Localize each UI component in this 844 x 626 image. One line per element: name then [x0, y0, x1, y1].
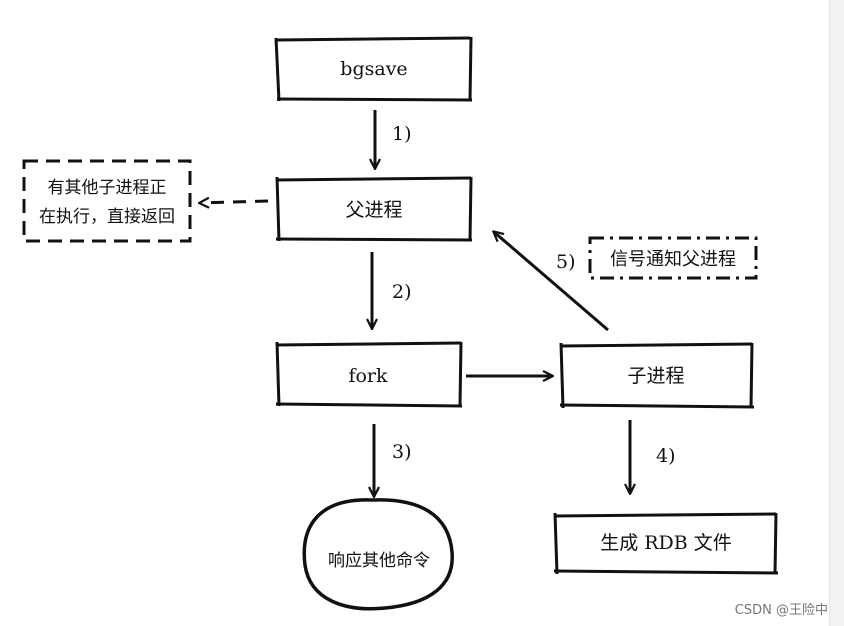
respond-other-commands-label: 响应其他命令: [328, 551, 430, 571]
signal-parent-label: 信号通知父进程: [610, 249, 736, 270]
generate-rdb-label: 生成 RDB 文件: [600, 532, 732, 554]
arrow-child-to-parent: [494, 232, 609, 332]
fork-label: fork: [348, 365, 388, 387]
generate-rdb-box: 生成 RDB 文件: [553, 512, 779, 575]
step-4-label: 4): [656, 445, 676, 467]
child-process-box: 子进程: [559, 342, 755, 409]
step-1-label: 1): [392, 123, 412, 145]
step-2-label: 2): [392, 281, 412, 303]
bgsave-box: bgsave: [274, 36, 473, 102]
csdn-watermark: CSDN @王险中: [734, 603, 828, 618]
other-child-note-line-1: 有其他子进程正: [48, 178, 167, 198]
fork-box: fork: [275, 341, 463, 408]
bgsave-label: bgsave: [340, 58, 407, 80]
step-3-label: 3): [392, 441, 412, 463]
respond-other-commands-blob: 响应其他命令: [302, 498, 454, 611]
right-edge-strip: [829, 0, 844, 626]
child-process-label: 子进程: [627, 365, 684, 387]
step-5-label: 5): [556, 251, 576, 273]
signal-parent-note: 信号通知父进程: [588, 236, 758, 280]
parent-process-label: 父进程: [345, 199, 402, 221]
other-child-running-note: 有其他子进程正 在执行，直接返回: [22, 159, 192, 243]
other-child-note-line-2: 在执行，直接返回: [39, 207, 175, 227]
parent-process-box: 父进程: [275, 176, 473, 242]
arrow-parent-to-other-child-note: [200, 201, 269, 203]
